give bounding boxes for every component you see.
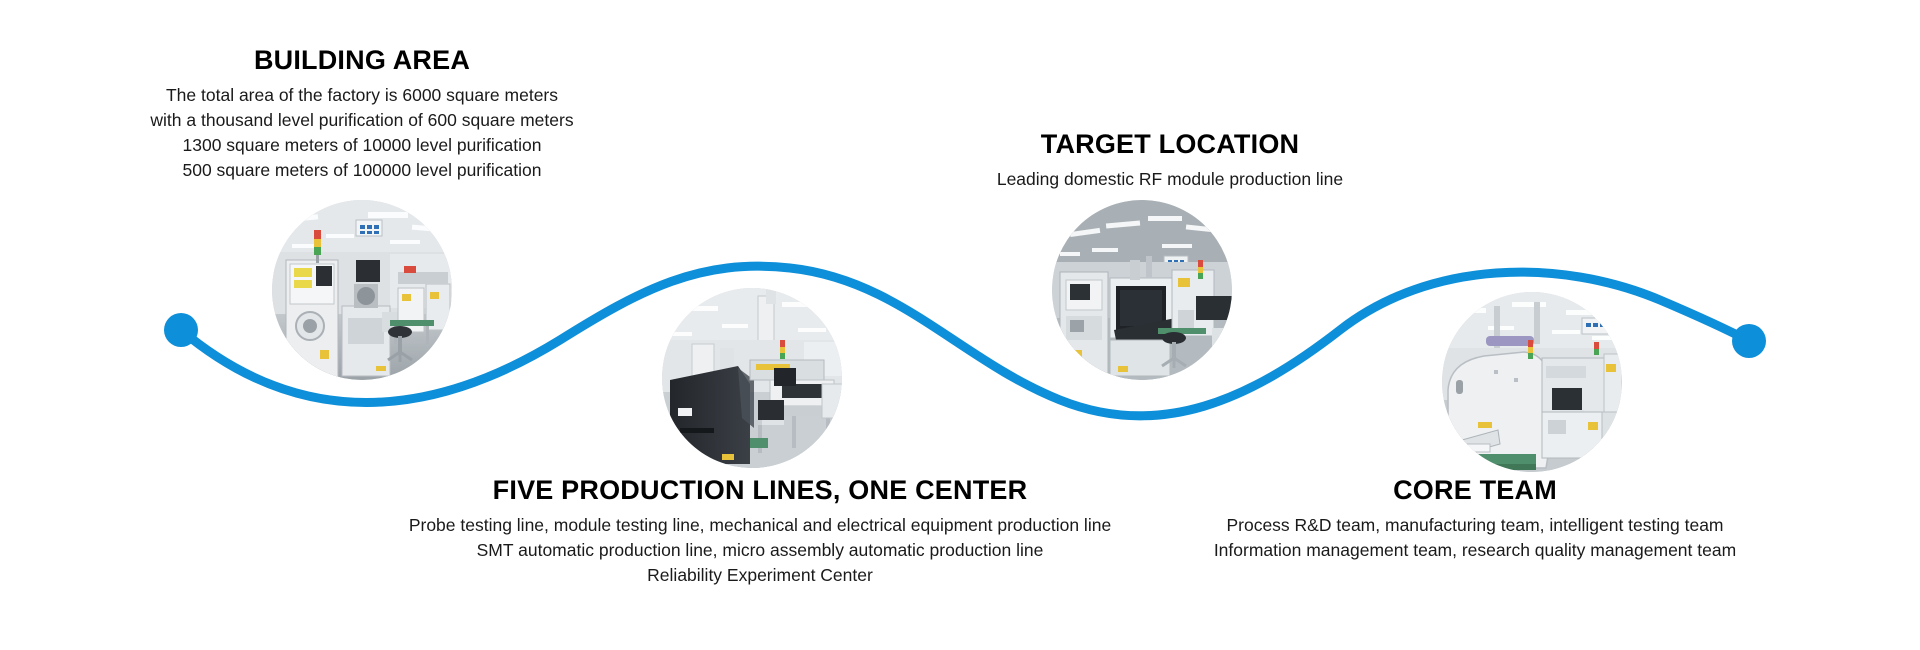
section-line: Process R&D team, manufacturing team, in… — [1226, 515, 1724, 536]
section-line: The total area of the factory is 6000 sq… — [165, 85, 558, 106]
photo-inner-3 — [1052, 200, 1232, 380]
section-line: Probe testing line, module testing line,… — [408, 515, 1112, 536]
photo-assembly-equipment — [1442, 292, 1622, 472]
section-lines-five-production-lines: Probe testing line, module testing line,… — [380, 513, 1140, 588]
section-line: Reliability Experiment Center — [647, 565, 873, 586]
timeline-end-dot — [1732, 324, 1766, 358]
section-core-team: CORE TEAM Process R&D team, manufacturin… — [1195, 474, 1755, 563]
section-line: SMT automatic production line, micro ass… — [476, 540, 1044, 561]
section-title-target-location: TARGET LOCATION — [1040, 129, 1300, 159]
section-title-core-team: CORE TEAM — [1393, 475, 1557, 505]
section-line: Information management team, research qu… — [1213, 540, 1737, 561]
photo-smt-production-line — [662, 288, 842, 468]
section-building-area: BUILDING AREA The total area of the fact… — [92, 44, 632, 183]
section-lines-core-team: Process R&D team, manufacturing team, in… — [1195, 513, 1755, 563]
section-line: with a thousand level purification of 60… — [150, 110, 574, 131]
photo-inner-4 — [1442, 292, 1622, 472]
section-lines-building-area: The total area of the factory is 6000 sq… — [92, 83, 632, 183]
section-five-production-lines: FIVE PRODUCTION LINES, ONE CENTER Probe … — [380, 474, 1140, 588]
section-line: 1300 square meters of 10000 level purifi… — [182, 135, 542, 156]
section-line: Leading domestic RF module production li… — [996, 169, 1344, 190]
section-lines-target-location: Leading domestic RF module production li… — [900, 167, 1440, 192]
section-title-building-area: BUILDING AREA — [253, 45, 471, 75]
section-title-five-production-lines: FIVE PRODUCTION LINES, ONE CENTER — [492, 475, 1028, 505]
section-line: 500 square meters of 100000 level purifi… — [182, 160, 542, 181]
photo-inner-2 — [662, 288, 842, 468]
photo-cleanroom-equipment — [272, 200, 452, 380]
photo-rf-module-line — [1052, 200, 1232, 380]
timeline-start-dot — [164, 313, 198, 347]
section-target-location: TARGET LOCATION Leading domestic RF modu… — [900, 128, 1440, 192]
photo-inner-1 — [272, 200, 452, 380]
